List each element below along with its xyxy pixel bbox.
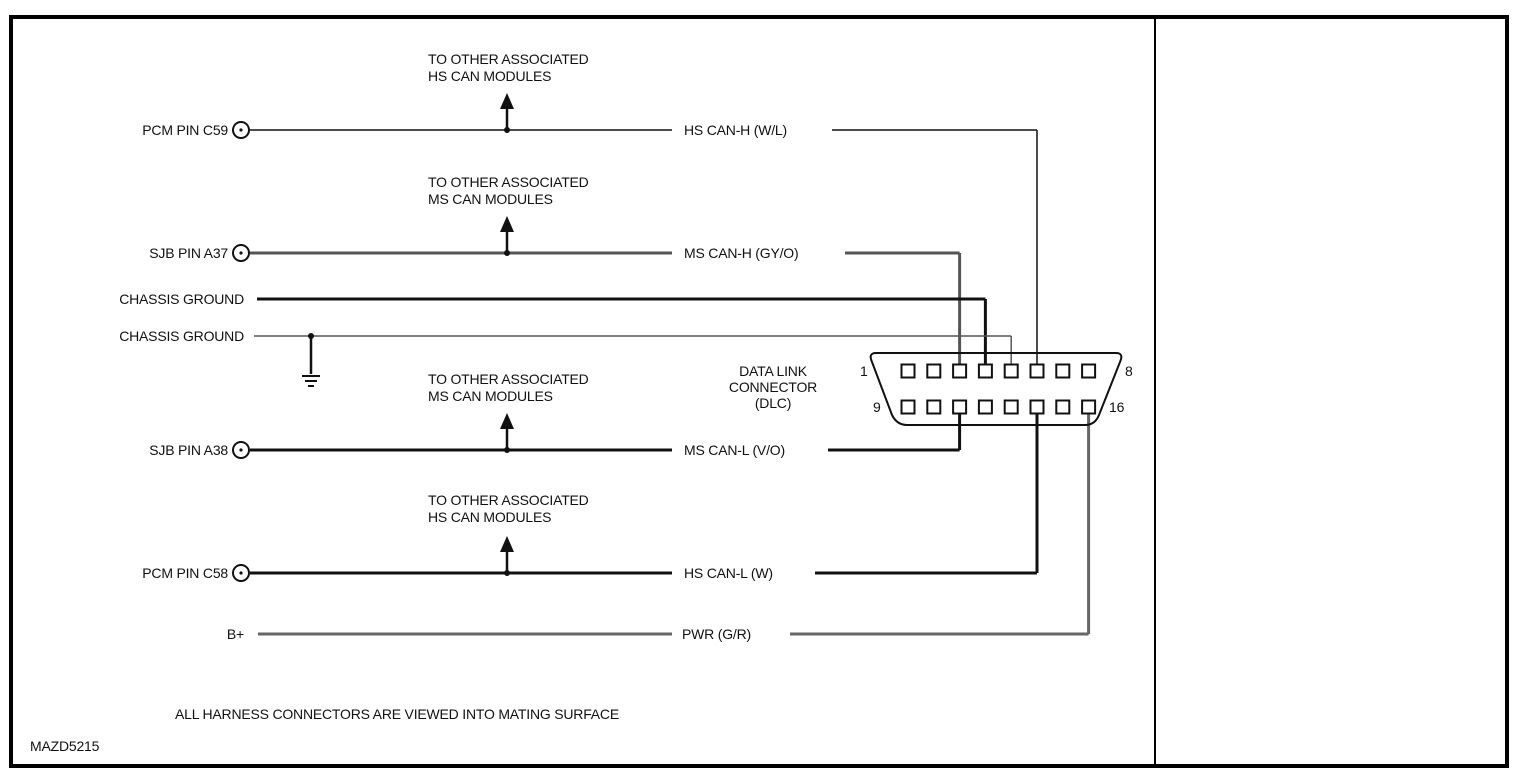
dlc-connector xyxy=(869,352,1123,426)
connector-name-line: DATA LINK xyxy=(739,363,807,379)
connector-name-line: (DLC) xyxy=(754,395,792,411)
splice-dot xyxy=(504,127,510,133)
branch-note-line: HS CAN MODULES xyxy=(428,509,552,525)
dlc-pin-7 xyxy=(1055,363,1071,379)
dlc-pin-11 xyxy=(952,399,968,415)
splice-dot xyxy=(504,447,510,453)
dlc-pin-12 xyxy=(977,399,993,415)
dlc-pin-10 xyxy=(926,399,942,415)
dlc-pin-6 xyxy=(1029,363,1045,379)
source-label: SJB PIN A38 xyxy=(149,442,228,458)
splice-terminal-dot xyxy=(239,128,243,132)
branch-note-line: TO OTHER ASSOCIATED xyxy=(428,174,589,190)
source-label: PCM PIN C58 xyxy=(142,565,228,581)
pin-label-1: 1 xyxy=(860,363,868,379)
branch-note-line: TO OTHER ASSOCIATED xyxy=(428,371,589,387)
branch-note: TO OTHER ASSOCIATED MS CAN MODULES xyxy=(428,174,589,208)
dlc-pin-1 xyxy=(900,363,916,379)
diagram-frame xyxy=(9,15,1509,768)
dlc-pin-13 xyxy=(1003,399,1019,415)
splice-dot xyxy=(504,570,510,576)
branch-note-line: HS CAN MODULES xyxy=(428,68,552,84)
splice-terminal-dot xyxy=(239,571,243,575)
branch-note-line: MS CAN MODULES xyxy=(428,388,553,404)
pin-label-9: 9 xyxy=(873,399,881,415)
dlc-pin-2 xyxy=(926,363,942,379)
branch-note-line: TO OTHER ASSOCIATED xyxy=(428,492,589,508)
pin-label-16: 16 xyxy=(1109,399,1125,415)
wire-label: PWR (G/R) xyxy=(682,626,751,642)
wire-label: HS CAN-H (W/L) xyxy=(684,122,787,138)
branch-arrow-icon xyxy=(500,536,514,552)
branch-arrow-icon xyxy=(500,93,514,109)
wires-group xyxy=(232,93,1091,636)
branch-arrow-icon xyxy=(500,413,514,429)
source-label: CHASSIS GROUND xyxy=(119,291,244,307)
splice-dot xyxy=(504,250,510,256)
branch-note-line: TO OTHER ASSOCIATED xyxy=(428,51,589,67)
dlc-pin-4 xyxy=(977,363,993,379)
source-label: CHASSIS GROUND xyxy=(119,328,244,344)
dlc-pin-14 xyxy=(1029,399,1045,415)
wire-label: HS CAN-L (W) xyxy=(684,565,773,581)
dlc-pin-8 xyxy=(1081,363,1097,379)
dlc-pin-3 xyxy=(952,363,968,379)
source-label: PCM PIN C59 xyxy=(142,122,228,138)
dlc-shell xyxy=(869,352,1123,426)
branch-note-line: MS CAN MODULES xyxy=(428,191,553,207)
dlc-pin-5 xyxy=(1003,363,1019,379)
branch-note: TO OTHER ASSOCIATED HS CAN MODULES xyxy=(428,492,589,526)
figure-id: MAZD5215 xyxy=(30,738,100,754)
connector-name: DATA LINK CONNECTOR (DLC) xyxy=(718,363,828,411)
pin-label-8: 8 xyxy=(1125,363,1133,379)
dlc-pin-15 xyxy=(1055,399,1071,415)
branch-arrow-icon xyxy=(500,216,514,232)
branch-note: TO OTHER ASSOCIATED MS CAN MODULES xyxy=(428,371,589,405)
source-label: SJB PIN A37 xyxy=(149,245,228,261)
branch-note: TO OTHER ASSOCIATED HS CAN MODULES xyxy=(428,51,589,85)
connector-name-line: CONNECTOR xyxy=(728,379,818,395)
wire-label: MS CAN-H (GY/O) xyxy=(684,245,799,261)
footnote: ALL HARNESS CONNECTORS ARE VIEWED INTO M… xyxy=(175,706,619,722)
splice-terminal-dot xyxy=(239,448,243,452)
splice-terminal-dot xyxy=(239,251,243,255)
dlc-pin-16 xyxy=(1081,399,1097,415)
wire-label: MS CAN-L (V/O) xyxy=(684,442,785,458)
source-label: B+ xyxy=(226,626,244,642)
side-panel-divider xyxy=(1154,15,1156,768)
dlc-pin-9 xyxy=(900,399,916,415)
